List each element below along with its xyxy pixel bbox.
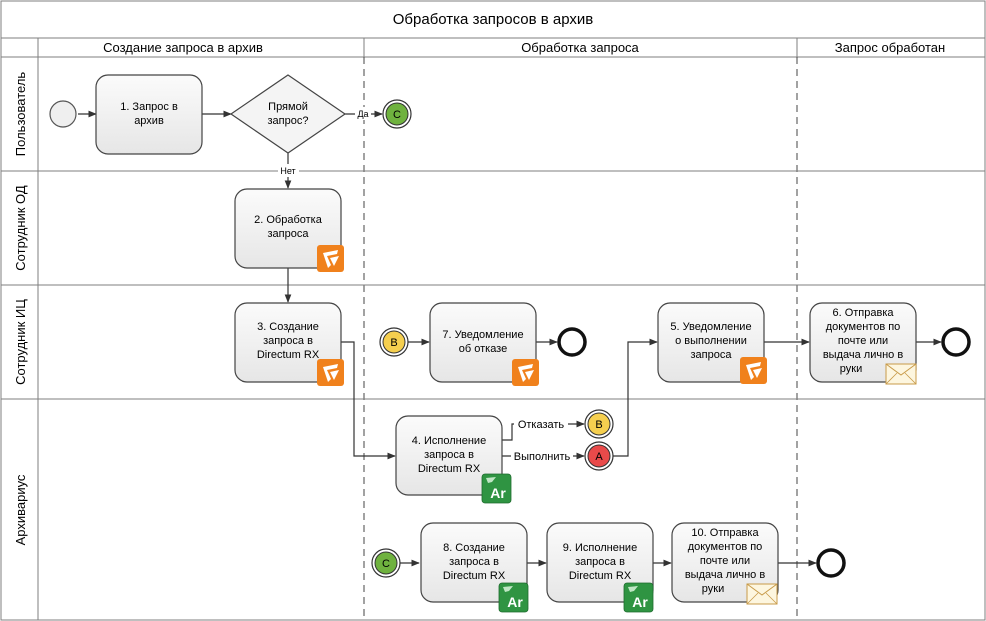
phase-header-done: Запрос обработан [835,40,945,55]
end-event [816,548,846,578]
link-event-b-throw: B [584,409,614,439]
task-4-box [395,415,503,496]
svg-text:запроса: запроса [268,228,310,240]
flow-label-execute: Выполнить [514,451,571,463]
svg-text:Directum RX: Directum RX [569,570,632,582]
svg-text:Ar: Ar [490,485,506,501]
phase-header-process: Обработка запроса [521,40,639,55]
task-5-box [657,302,765,383]
svg-text:A: A [595,451,603,463]
flow-label-no: Нет [280,166,295,176]
svg-text:2. Обработка: 2. Обработка [254,214,323,226]
task-9-label: 9. Исполнение запроса в Directum RX [563,542,637,582]
directum-logo-icon [317,359,344,386]
svg-text:запроса в: запроса в [424,449,474,461]
lane-od-employee: Сотрудник ОД [13,185,28,271]
svg-text:10. Отправка: 10. Отправка [691,527,759,539]
svg-text:документов по: документов по [826,321,901,333]
directum-logo-icon [317,245,344,272]
svg-text:B: B [390,337,397,349]
task-3-box [234,302,342,383]
svg-text:запроса в: запроса в [449,556,499,568]
svg-text:5. Уведомление: 5. Уведомление [670,321,751,333]
archive-ar-icon: Ar [498,582,529,613]
start-event [49,100,77,128]
link-event-c-top: C [382,99,412,129]
svg-text:7. Уведомление: 7. Уведомление [442,329,523,341]
directum-logo-icon [740,357,767,384]
directum-logo-icon [512,359,539,386]
svg-text:Directum RX: Directum RX [443,570,506,582]
task-3-label: 3. Создание запроса в Directum RX [257,321,320,361]
svg-text:об отказе: об отказе [459,343,507,355]
svg-text:Directum RX: Directum RX [418,463,481,475]
archive-ar-icon: Ar [623,582,654,613]
svg-text:руки: руки [702,583,724,595]
svg-text:запроса: запроса [691,349,733,361]
svg-text:4. Исполнение: 4. Исполнение [412,435,486,447]
svg-text:почте или: почте или [838,335,888,347]
svg-text:выдача лично в: выдача лично в [685,569,765,581]
svg-text:Ar: Ar [507,594,523,610]
flow-label-refuse: Отказать [518,419,565,431]
task-1-box [95,74,203,155]
task-7-label: 7. Уведомление об отказе [442,329,523,355]
end-event [557,327,587,357]
flow-label-yes: Да [357,109,368,119]
task-1-label: 1. Запрос в архив [120,101,178,127]
svg-text:почте или: почте или [700,555,750,567]
archive-ar-icon: Ar [481,473,512,504]
svg-text:8. Создание: 8. Создание [443,542,505,554]
lane-user: Пользователь [13,72,28,157]
svg-text:о выполнении: о выполнении [675,335,747,347]
flow-t3-to-t4 [341,341,396,460]
svg-text:Directum RX: Directum RX [257,349,320,361]
task-6-label: 6. Отправка документов по почте или выда… [823,307,903,375]
task-8-label: 8. Создание запроса в Directum RX [443,542,506,582]
task-2-label: 2. Обработка запроса [254,214,323,240]
lane-archivist: Архивариус [13,474,28,545]
svg-text:9. Исполнение: 9. Исполнение [563,542,637,554]
task-10-label: 10. Отправка документов по почте или выд… [685,527,765,595]
task-10-box [671,522,779,603]
phase-header-create: Создание запроса в архив [103,40,263,55]
task-5-label: 5. Уведомление о выполнении запроса [670,321,751,361]
svg-text:6. Отправка: 6. Отправка [832,307,894,319]
svg-text:выдача лично в: выдача лично в [823,349,903,361]
task-2-box [234,188,342,269]
task-7-box [429,302,537,383]
svg-text:Ar: Ar [632,594,648,610]
svg-text:запроса в: запроса в [263,335,313,347]
flow-a-to-t5 [613,338,658,457]
svg-text:1. Запрос в: 1. Запрос в [120,101,178,113]
diagram-title: Обработка запросов в архив [393,11,594,28]
envelope-icon [746,583,778,605]
svg-text:B: B [595,419,602,431]
svg-text:C: C [382,558,390,570]
task-8-box [420,522,528,603]
svg-text:C: C [393,109,401,121]
gateway-direct-request: Прямой запрос? [229,74,347,154]
end-event [941,327,971,357]
link-event-a: A [584,441,614,471]
svg-text:документов по: документов по [688,541,763,553]
task-6-box [809,302,917,383]
svg-text:запроса в: запроса в [575,556,625,568]
svg-text:архив: архив [134,115,164,127]
envelope-icon [885,363,917,385]
link-event-c-bottom: C [371,548,401,578]
task-4-label: 4. Исполнение запроса в Directum RX [412,435,486,475]
lane-ic-employee: Сотрудник ИЦ [13,299,28,385]
svg-text:руки: руки [840,363,862,375]
link-event-b-catch: B [379,327,409,357]
svg-text:3. Создание: 3. Создание [257,321,319,333]
svg-text:Прямой: Прямой [268,101,308,113]
task-9-box [546,522,654,603]
svg-text:запрос?: запрос? [268,115,309,127]
